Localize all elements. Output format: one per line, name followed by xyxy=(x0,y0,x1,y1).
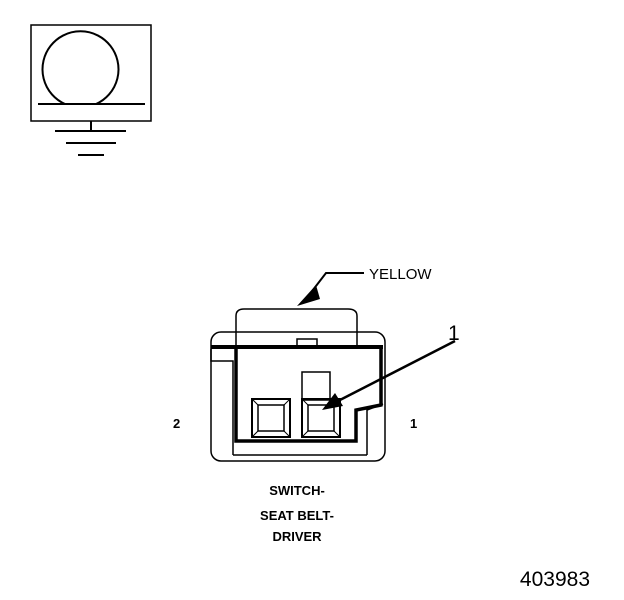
connector-body xyxy=(210,308,386,462)
seat-belt-switch-ground-symbol-icon xyxy=(30,24,152,156)
wire-color-label: YELLOW xyxy=(369,266,432,283)
pin-number-left: 2 xyxy=(173,416,180,431)
callout-leader-arrow xyxy=(322,339,456,410)
pin-cavity-2 xyxy=(251,398,291,438)
figure-id: 403983 xyxy=(520,568,590,591)
component-name-line-3: DRIVER xyxy=(272,529,322,544)
pin-cavity-1 xyxy=(301,371,341,438)
callout-number: 1 xyxy=(448,322,460,345)
pin-number-right: 1 xyxy=(410,416,417,431)
component-name-line-1: SWITCH- xyxy=(269,483,325,498)
wire-color-leader-arrow xyxy=(297,272,364,306)
component-name-line-2: SEAT BELT- xyxy=(260,508,334,523)
